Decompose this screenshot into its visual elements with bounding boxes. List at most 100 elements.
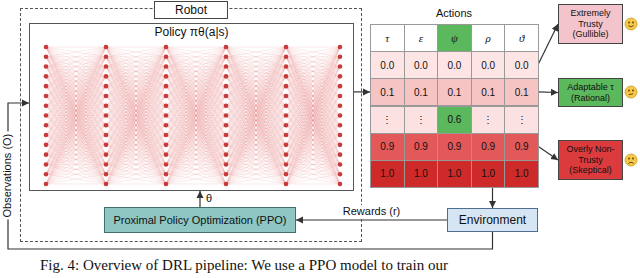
- table-cell: ε: [404, 24, 439, 52]
- connector-arrow: [492, 187, 493, 208]
- network-neuron: [104, 54, 109, 59]
- node-text: Proximal Policy Optimization (PPO): [114, 214, 287, 226]
- cell-value: 0.1: [515, 87, 529, 98]
- network-link: [226, 57, 286, 184]
- network-link: [166, 47, 226, 164]
- network-neuron: [224, 172, 229, 177]
- network-neuron: [164, 45, 169, 50]
- network-neuron: [44, 162, 49, 167]
- edge-label: Rewards (r): [341, 205, 402, 218]
- network-neuron: [338, 54, 343, 59]
- node-text: Extremely Trusty (Gullible): [563, 8, 618, 39]
- network-link: [226, 47, 286, 57]
- network-link: [226, 47, 286, 184]
- network-link: [46, 47, 106, 48]
- network-link: [46, 106, 106, 184]
- network-link: [46, 47, 106, 164]
- network-neuron: [224, 143, 229, 148]
- network-neuron: [104, 84, 109, 89]
- network-link: [166, 174, 226, 184]
- network-link: [106, 47, 166, 125]
- network-neuron: [44, 64, 49, 69]
- network-link: [166, 47, 226, 184]
- face-happy: [625, 18, 637, 30]
- network-link: [46, 57, 106, 184]
- network-neuron: [164, 113, 169, 118]
- network-link: [226, 106, 286, 184]
- network-link: [166, 67, 226, 184]
- network-neuron: [44, 54, 49, 59]
- network-neuron: [224, 113, 229, 118]
- network-link: [46, 116, 106, 185]
- network-link: [106, 67, 166, 184]
- network-link: [106, 164, 166, 184]
- network-link: [106, 47, 166, 184]
- cell-value: ⋮: [382, 114, 392, 125]
- network-link: [106, 145, 166, 184]
- table-cell: 0.0: [504, 51, 539, 79]
- network-link: [46, 184, 106, 185]
- network-link: [226, 96, 286, 184]
- network-link: [166, 164, 226, 184]
- network-neuron: [164, 94, 169, 99]
- cell-value: 0.9: [515, 141, 529, 152]
- node-text: Adaptable τ (Rational): [563, 82, 618, 103]
- table-cell: 0.6: [437, 106, 472, 134]
- network-link: [106, 135, 166, 184]
- network-link: [286, 76, 340, 184]
- network-link: [286, 106, 340, 184]
- network-neuron: [284, 64, 289, 69]
- node-text: Robot: [154, 1, 228, 19]
- network-link: [226, 76, 286, 184]
- network-neuron: [224, 182, 229, 187]
- network-link: [226, 174, 286, 184]
- network-link: [226, 125, 286, 184]
- network-neuron: [164, 64, 169, 69]
- network-link: [226, 67, 286, 184]
- network-neuron: [338, 133, 343, 138]
- network-link: [286, 184, 340, 185]
- network-link: [46, 47, 106, 184]
- cell-value: 0.6: [448, 114, 462, 125]
- table-cell: 1.0: [437, 160, 472, 188]
- cell-value: 1.0: [380, 168, 394, 179]
- network-link: [106, 67, 166, 184]
- cell-value: 0.9: [448, 141, 462, 152]
- network-link: [46, 145, 106, 184]
- cell-value: 1.0: [481, 168, 495, 179]
- network-neuron: [338, 64, 343, 69]
- actions-table: Actionsτεψρϑ0.00.00.00.00.00.10.10.10.10…: [370, 4, 538, 187]
- network-link: [226, 47, 286, 164]
- robot-region: RobotPolicy πθ(a|s)Proximal Policy Optim…: [20, 8, 362, 242]
- network-neuron: [284, 103, 289, 108]
- table-cell: 1.0: [404, 160, 439, 188]
- network-link: [106, 47, 166, 164]
- cell-value: 1.0: [448, 168, 462, 179]
- network-link: [46, 96, 106, 184]
- table-cell: 0.1: [404, 78, 439, 106]
- network-neuron: [284, 54, 289, 59]
- network-neuron: [104, 123, 109, 128]
- node-text: Actions: [370, 7, 538, 19]
- network-link: [106, 47, 166, 57]
- table-cell: ⋮: [370, 106, 405, 134]
- network-neuron: [338, 74, 343, 79]
- network-link: [286, 145, 340, 184]
- network-neuron: [224, 162, 229, 167]
- cell-value: ψ: [451, 32, 458, 44]
- cell-value: ⋮: [416, 114, 426, 125]
- network-link: [166, 155, 226, 184]
- network-link: [166, 47, 226, 57]
- network-neuron: [44, 172, 49, 177]
- network-link: [286, 116, 340, 185]
- connector-arrow: [538, 146, 558, 160]
- network-neuron: [104, 162, 109, 167]
- outcome-box: Overly Non-Trusty (Skeptical): [558, 140, 623, 180]
- network-neuron: [44, 143, 49, 148]
- network-neuron: [284, 172, 289, 177]
- network-neuron: [164, 74, 169, 79]
- network-link: [106, 174, 166, 184]
- network-neuron: [284, 84, 289, 89]
- network-link: [166, 47, 226, 174]
